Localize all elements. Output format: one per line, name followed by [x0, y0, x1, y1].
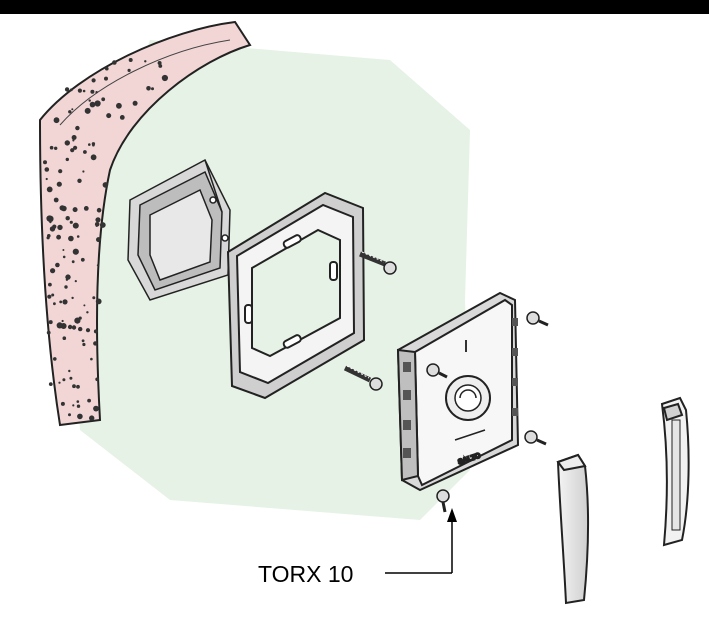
screw-icon	[524, 430, 547, 446]
mounting-frame-icon	[226, 191, 366, 400]
screw-icon	[343, 365, 383, 391]
torx-callout: TORX 10	[258, 508, 457, 587]
side-cover-icon	[556, 453, 589, 605]
top-bar	[0, 0, 709, 14]
side-cover-icon	[660, 396, 690, 547]
wall-reader-icon: SALTO	[396, 291, 520, 492]
screw-icon	[426, 363, 448, 379]
screw-icon	[526, 311, 549, 327]
screw-icon	[436, 489, 450, 513]
torx-label: TORX 10	[258, 561, 353, 587]
screw-icon	[359, 251, 397, 275]
brick-wall-icon	[38, 20, 252, 427]
electrical-box-icon	[127, 158, 231, 301]
